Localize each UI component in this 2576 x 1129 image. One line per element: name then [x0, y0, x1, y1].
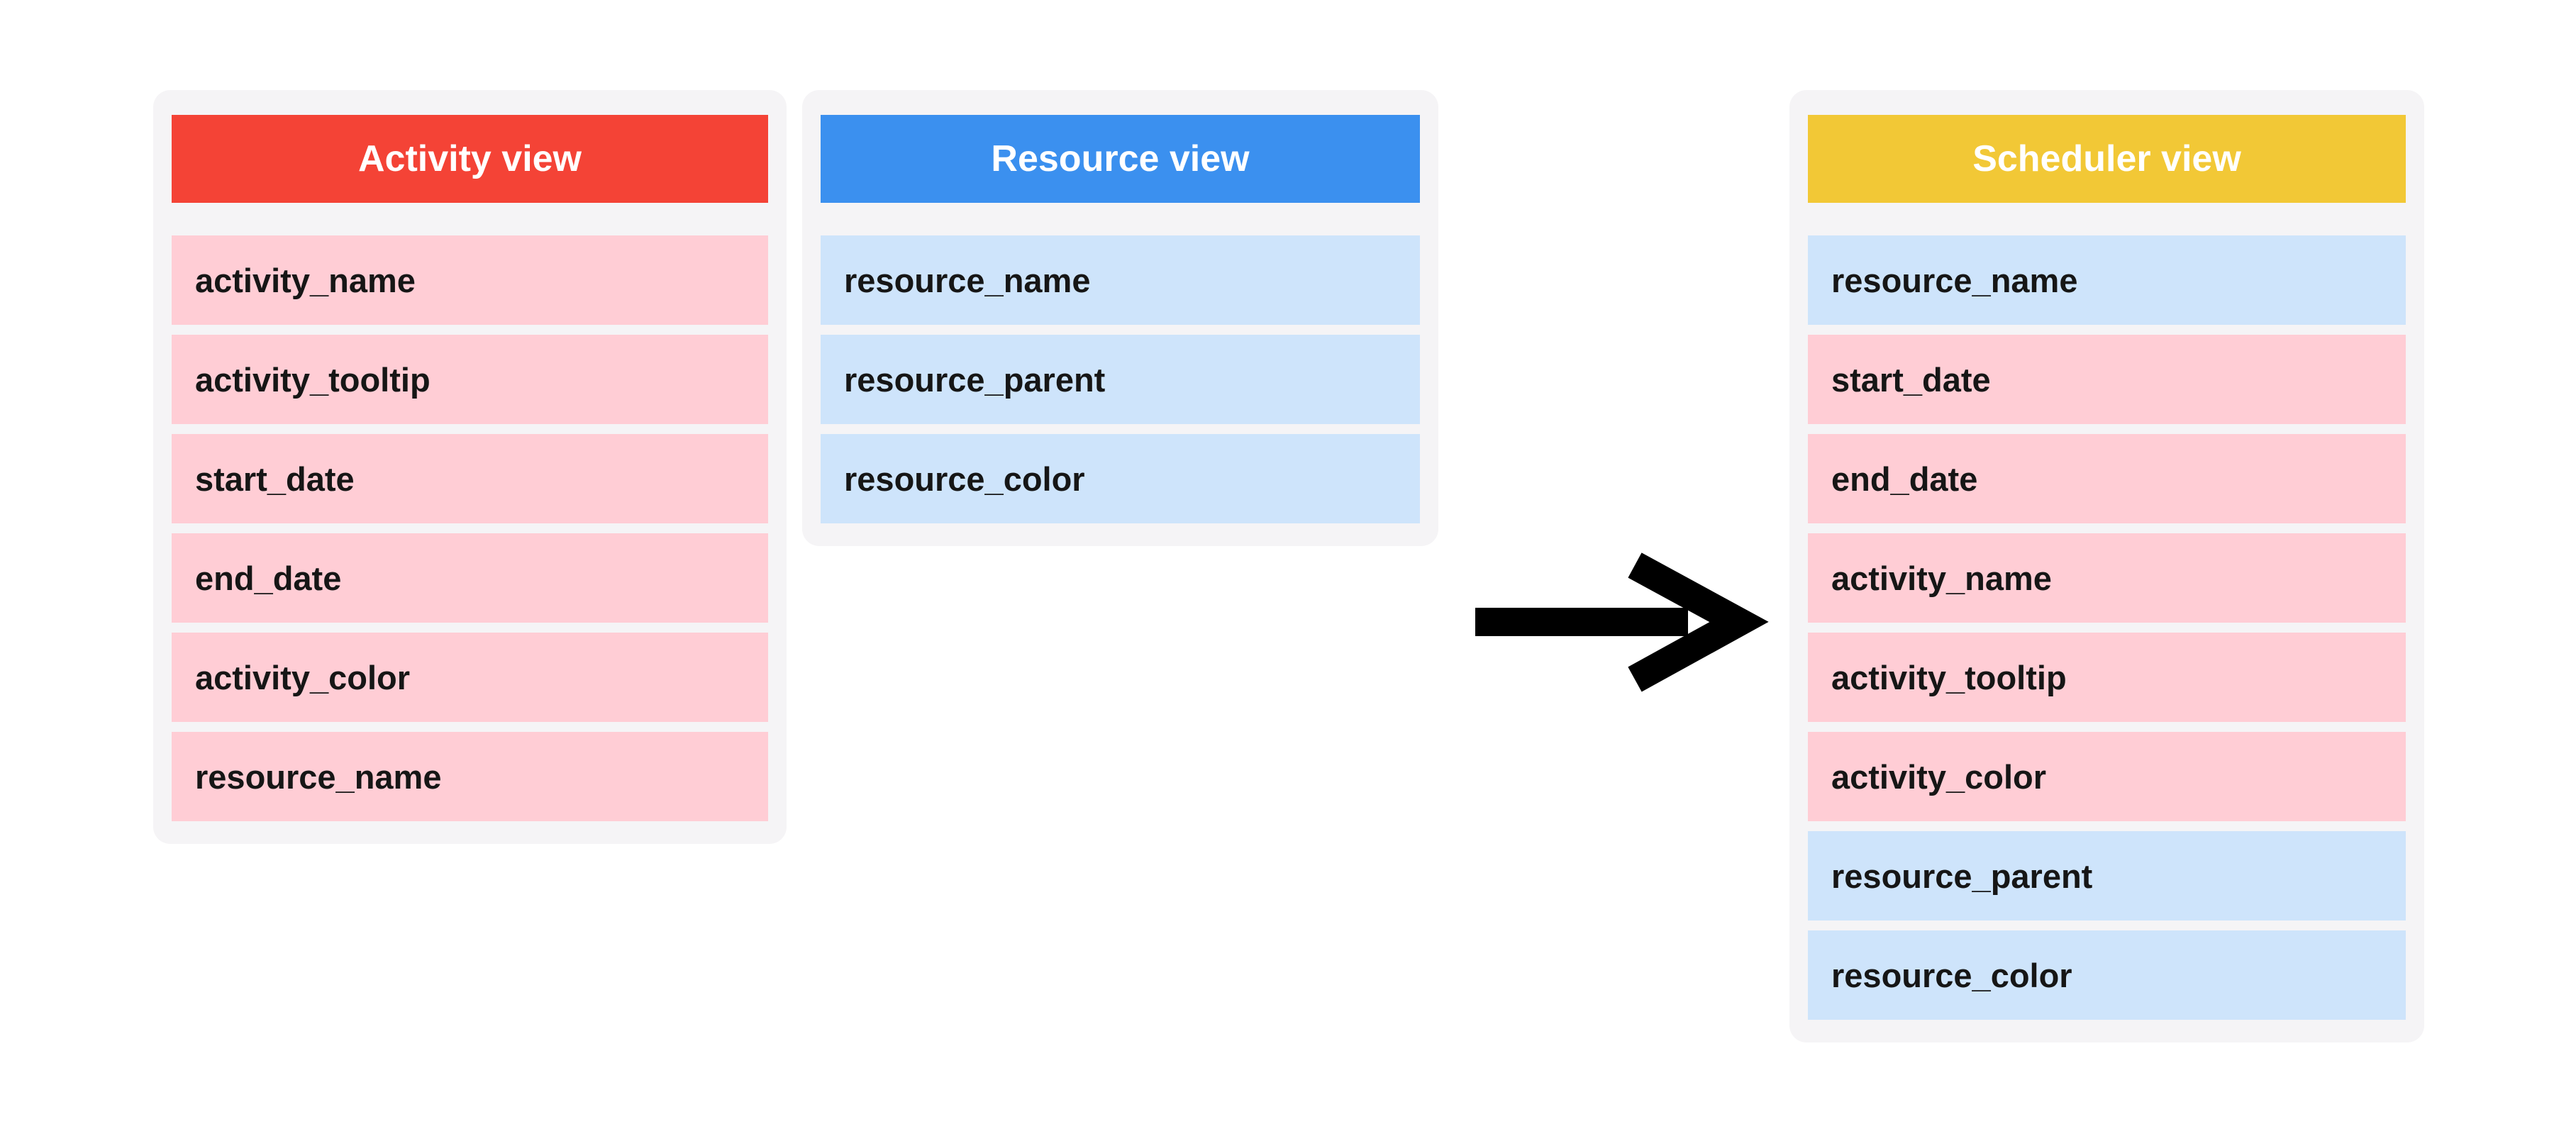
field-row: resource_parent: [1808, 831, 2406, 921]
scheduler-view-fields: resource_name start_date end_date activi…: [1808, 235, 2406, 1020]
field-row: activity_color: [1808, 732, 2406, 821]
field-row: activity_color: [172, 633, 768, 722]
field-row: activity_tooltip: [1808, 633, 2406, 722]
arrow-right-icon: [1475, 551, 1830, 694]
field-row: resource_color: [821, 434, 1420, 523]
field-row: resource_name: [1808, 235, 2406, 325]
field-row: resource_color: [1808, 930, 2406, 1020]
activity-view-fields: activity_name activity_tooltip start_dat…: [172, 235, 768, 821]
panel-resource-view: Resource view resource_name resource_par…: [802, 90, 1438, 546]
panel-scheduler-view: Scheduler view resource_name start_date …: [1789, 90, 2424, 1042]
field-row: activity_name: [172, 235, 768, 325]
resource-view-fields: resource_name resource_parent resource_c…: [821, 235, 1420, 523]
scheduler-view-title: Scheduler view: [1808, 115, 2406, 203]
field-row: activity_tooltip: [172, 335, 768, 424]
field-row: start_date: [1808, 335, 2406, 424]
activity-view-title: Activity view: [172, 115, 768, 203]
field-row: start_date: [172, 434, 768, 523]
resource-view-title: Resource view: [821, 115, 1420, 203]
field-row: resource_parent: [821, 335, 1420, 424]
field-row: end_date: [172, 533, 768, 623]
field-row: end_date: [1808, 434, 2406, 523]
field-row: activity_name: [1808, 533, 2406, 623]
field-row: resource_name: [172, 732, 768, 821]
field-row: resource_name: [821, 235, 1420, 325]
panel-activity-view: Activity view activity_name activity_too…: [153, 90, 787, 844]
